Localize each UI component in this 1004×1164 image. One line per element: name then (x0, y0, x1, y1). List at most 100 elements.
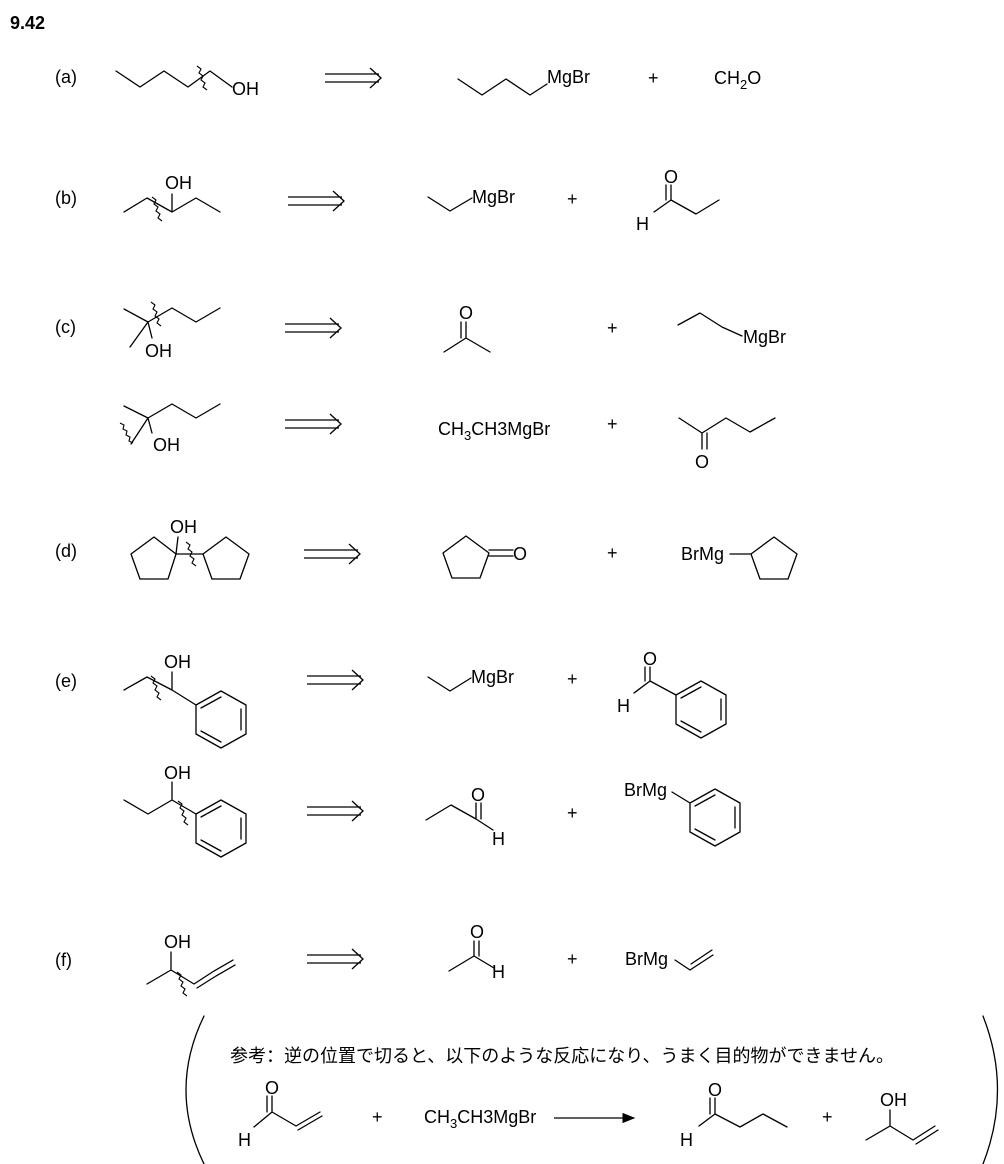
part-e-alt: OH O H + BrMg (123, 763, 741, 858)
cyclopentanol-ring (130, 536, 179, 580)
plus-sign: + (567, 949, 578, 969)
problem-number: 9.42 (10, 13, 45, 33)
vinyl-skeleton (674, 949, 714, 971)
hydroxyl-label: OH (170, 517, 197, 537)
carbonyl-oxygen: O (471, 785, 485, 805)
grignard-label: BrMg (624, 780, 667, 800)
part-b: (b) OH MgBr + O H (55, 167, 720, 234)
hydroxyl-label: OH (164, 652, 191, 672)
retro-arrow (307, 800, 364, 822)
grignard-skeleton (457, 78, 548, 96)
hydroxyl-label: OH (880, 1090, 907, 1110)
left-parenthesis (185, 1015, 205, 1164)
reference-note: 参考：逆の位置で切ると、以下のような反応になり、うまく目的物ができません。 O … (185, 1015, 999, 1164)
right-parenthesis (982, 1015, 999, 1164)
aldehyde-hydrogen: H (680, 1130, 693, 1150)
disconnection-mark (176, 971, 188, 997)
cyclopentyl-ring (202, 536, 250, 580)
butenol-skeleton (865, 1109, 939, 1145)
acetaldehyde-skeleton (448, 940, 495, 972)
part-c: (c) OH O + MgBr (55, 301, 786, 361)
plus-sign: + (607, 318, 618, 338)
phenyl-bond (671, 791, 691, 804)
hydroxyl-label: OH (164, 932, 191, 952)
part-label: (c) (55, 317, 76, 337)
retro-arrow (288, 190, 345, 212)
plus-sign: + (648, 68, 659, 88)
aldehyde-hydrogen: H (492, 962, 505, 982)
hydroxyl-label: OH (165, 173, 192, 193)
disconnection-mark (119, 422, 134, 444)
carbonyl-oxygen: O (459, 303, 473, 323)
benzaldehyde-chain (633, 666, 677, 696)
retro-arrow (307, 669, 364, 691)
retro-arrow (307, 948, 364, 970)
retro-arrow (325, 67, 382, 89)
part-label: (d) (55, 541, 77, 561)
part-label: (b) (55, 188, 77, 208)
target-skeleton (123, 671, 197, 706)
part-label: (a) (55, 67, 77, 87)
carbonyl-oxygen: O (695, 452, 709, 472)
carbonyl-oxygen: O (513, 544, 527, 564)
grignard-label: BrMg (625, 949, 668, 969)
target-skeleton (146, 951, 236, 989)
grignard-label: MgBr (472, 187, 515, 207)
part-d: (d) OH O + BrMg (55, 517, 798, 580)
disconnection-mark (150, 675, 162, 701)
target-skeleton (115, 70, 233, 88)
carbonyl-oxygen: O (265, 1078, 279, 1098)
plus-sign: + (822, 1107, 833, 1127)
hydroxyl-label: OH (232, 79, 259, 99)
acetone-skeleton (443, 321, 491, 353)
retro-arrow (285, 413, 342, 435)
carbonyl-oxygen: O (470, 922, 484, 942)
part-c-alt: OH CH3CH3MgBr O + (119, 403, 776, 472)
plus-sign: + (567, 803, 578, 823)
methyl-grignard-label: CH3CH3MgBr (438, 419, 550, 443)
target-skeleton (123, 781, 197, 815)
disconnection-mark (150, 301, 162, 327)
target-skeleton (123, 403, 221, 445)
part-a: (a) OH MgBr + CH2O (55, 65, 761, 99)
target-skeleton (123, 193, 221, 213)
carbonyl-oxygen: O (643, 649, 657, 669)
hydroxyl-label: OH (164, 763, 191, 783)
butanal-skeleton (698, 1097, 788, 1128)
disconnection-mark (177, 800, 189, 826)
plus-sign: + (607, 543, 618, 563)
plus-sign: + (567, 669, 578, 689)
plus-sign: + (372, 1107, 383, 1127)
aldehyde-hydrogen: H (636, 214, 649, 234)
part-label: (f) (55, 950, 72, 970)
hydroxyl-label: OH (153, 435, 180, 455)
benzene-ring (195, 799, 247, 858)
grignard-label: MgBr (743, 327, 786, 347)
ketone-skeleton (678, 417, 776, 450)
plus-sign: + (567, 189, 578, 209)
cyclopentyl-grignard (729, 536, 798, 580)
formaldehyde-label: CH2O (714, 68, 761, 92)
grignard-skeleton (427, 676, 472, 692)
aldehyde-skeleton (653, 184, 720, 215)
cyclopentanone-ring (442, 535, 514, 579)
grignard-skeleton (427, 196, 473, 212)
benzene-ring (689, 788, 741, 847)
benzene-ring (675, 680, 727, 739)
aldehyde-hydrogen: H (238, 1130, 251, 1150)
disconnection-mark (151, 196, 163, 222)
acrolein-skeleton (253, 1095, 323, 1131)
retro-arrow (304, 543, 361, 565)
disconnection-mark (185, 541, 197, 567)
methyl-grignard-label: CH3CH3MgBr (424, 1107, 536, 1131)
target-skeleton (123, 307, 221, 348)
carbonyl-oxygen: O (708, 1080, 722, 1100)
carbonyl-oxygen: O (664, 167, 678, 187)
plus-sign: + (607, 414, 618, 434)
note-text: 参考：逆の位置で切ると、以下のような反応になり、うまく目的物ができません。 (230, 1046, 894, 1067)
grignard-skeleton (677, 312, 743, 337)
grignard-label: BrMg (681, 544, 724, 564)
grignard-label: MgBr (547, 67, 590, 87)
part-label: (e) (55, 671, 77, 691)
